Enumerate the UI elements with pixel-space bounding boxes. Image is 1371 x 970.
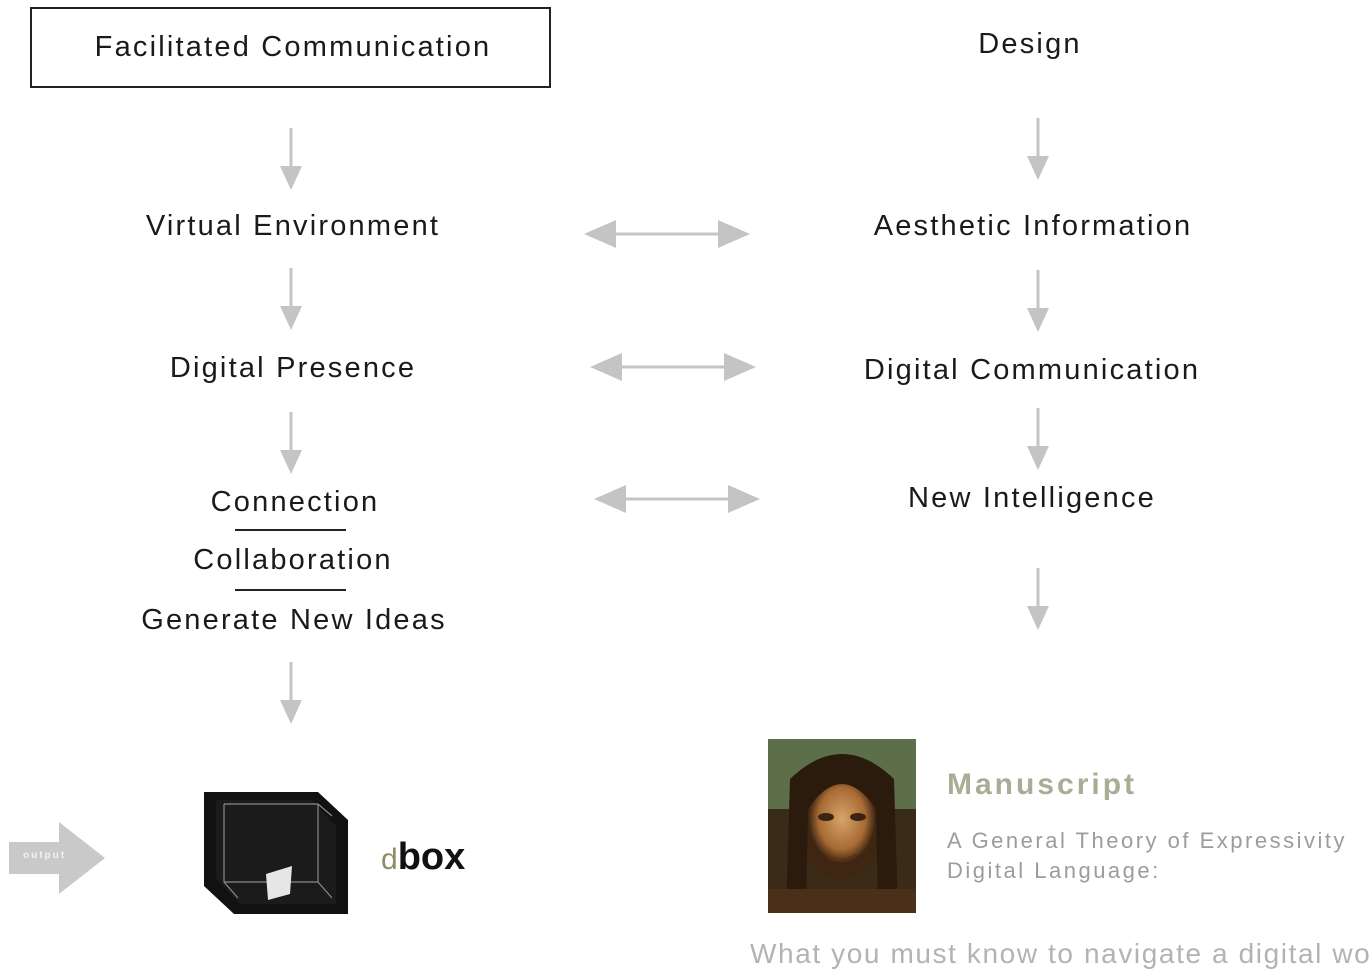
virtual-environment-label: Virtual Environment [145,210,441,242]
digital-communication-label: Digital Communication [863,354,1201,386]
cube-icon [204,792,348,914]
new-intelligence-label: New Intelligence [908,482,1156,514]
arrow-down-icon [1027,568,1049,630]
tagline: What you must know to navigate a digital… [750,938,1371,969]
mona-lisa-mosaic-image [768,739,916,913]
output-arrow-icon: output [9,822,105,894]
manuscript-title: Manuscript [947,768,1138,801]
left-title: Facilitated Communication [94,31,492,63]
arrow-down-icon [1027,270,1049,332]
double-arrow-icon [594,485,760,513]
dbox-logo-d: d [381,843,398,876]
digital-presence-label: Digital Presence [169,352,417,384]
arrow-down-icon [1027,408,1049,470]
title-box [30,7,551,88]
output-arrow-label: output [23,850,67,861]
manuscript-line-1: A General Theory of Expressivity [947,828,1347,853]
double-arrow-icon [584,220,750,248]
arrow-down-icon [280,412,302,474]
arrow-down-icon [280,268,302,330]
dbox-logo-box: box [397,836,466,878]
arrow-down-icon [1027,118,1049,180]
arrow-down-icon [280,662,302,724]
collaboration-label: Collaboration [193,544,393,576]
manuscript-line-2: Digital Language: [947,858,1161,883]
connection-label: Connection [210,486,380,518]
dbox-logo: dbox [381,838,465,876]
aesthetic-information-label: Aesthetic Information [873,210,1193,242]
double-arrow-icon [590,353,756,381]
divider [235,589,346,591]
arrow-down-icon [280,128,302,190]
generate-new-ideas-label: Generate New Ideas [141,604,447,636]
right-title: Design [978,28,1082,60]
divider [235,529,346,531]
